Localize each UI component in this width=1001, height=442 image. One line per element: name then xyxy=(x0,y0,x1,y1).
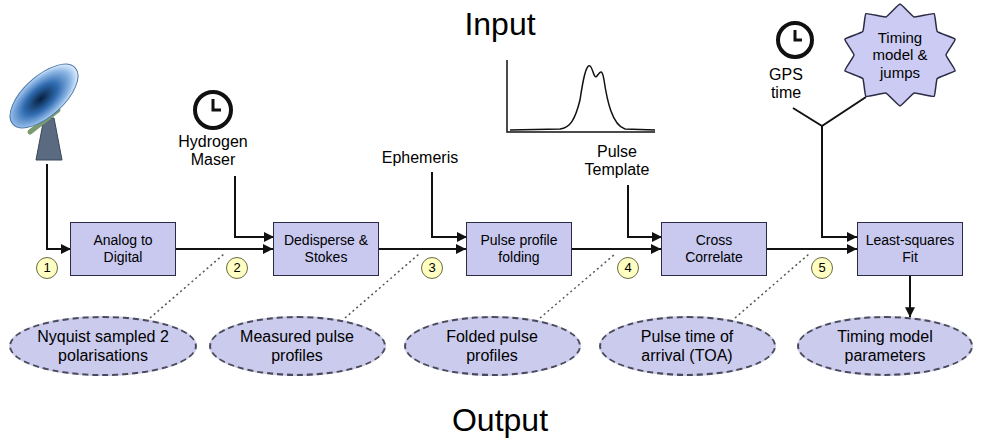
node-text: Folded pulse profiles xyxy=(425,327,559,365)
input-line xyxy=(628,185,662,237)
flow-arrow xyxy=(572,248,661,250)
output-ellipse: Measured pulse profiles xyxy=(209,316,386,376)
output-ellipse: Folded pulse profiles xyxy=(404,316,581,376)
output-ellipse: Nyquist sampled 2 polarisations xyxy=(9,316,197,376)
callout-number: 3 xyxy=(421,257,443,279)
clock-icon xyxy=(778,23,812,57)
node-text: Nyquist sampled 2 polarisations xyxy=(32,327,174,365)
process-box: Dedisperse & Stokes xyxy=(273,222,379,276)
flow-arrow xyxy=(822,97,866,237)
node-text: Dedisperse & Stokes xyxy=(280,232,372,266)
plot-axes xyxy=(507,60,655,132)
input-line xyxy=(235,176,274,237)
pulse-curve xyxy=(510,66,655,130)
clock-hands xyxy=(795,30,802,40)
radio-dish xyxy=(0,53,89,160)
flow-arrow xyxy=(909,276,911,317)
process-box: Analog to Digital xyxy=(70,222,176,276)
input-star: Timing model & jumps xyxy=(840,2,960,108)
flow-arrow xyxy=(379,248,466,250)
input-label: Pulse Template xyxy=(575,143,659,180)
callout-number: 1 xyxy=(36,257,58,279)
input-label: Ephemeris xyxy=(382,149,458,167)
process-box: Cross Correlate xyxy=(661,222,767,276)
process-box: Least-squares Fit xyxy=(857,222,963,276)
node-text: Least-squares Fit xyxy=(864,232,956,266)
heading: Input xyxy=(464,6,535,43)
flow-arrow xyxy=(176,248,273,250)
callout-number: 5 xyxy=(811,257,833,279)
input-label: GPS time xyxy=(764,66,808,103)
clock-hands xyxy=(213,99,221,110)
node-text: Timing model parameters xyxy=(819,327,952,365)
output-ellipse: Timing model parameters xyxy=(797,316,973,376)
flow-arrow xyxy=(767,248,857,250)
node-text: Pulse profile folding xyxy=(473,232,565,266)
node-text: Pulse time of arrival (TOA) xyxy=(620,327,754,365)
process-box: Pulse profile folding xyxy=(466,222,572,276)
pulse-template-plot xyxy=(507,60,655,132)
node-text: Cross Correlate xyxy=(668,232,760,266)
callout-number: 2 xyxy=(226,257,248,279)
signal-line xyxy=(47,164,71,249)
dish-reflector xyxy=(0,53,89,139)
node-text: Analog to Digital xyxy=(77,232,169,266)
clock-face xyxy=(195,92,231,128)
heading: Output xyxy=(452,402,548,439)
output-ellipse: Pulse time of arrival (TOA) xyxy=(599,316,776,376)
node-text: Timing model & jumps xyxy=(861,29,939,81)
node-text: Measured pulse profiles xyxy=(230,327,364,365)
gps-branch-line xyxy=(793,108,822,126)
input-line xyxy=(432,172,467,237)
star-shape xyxy=(845,4,955,106)
clock-face xyxy=(778,23,812,57)
clock-icon xyxy=(195,92,231,128)
input-label: Hydrogen Maser xyxy=(168,133,258,170)
callout-number: 4 xyxy=(617,257,639,279)
